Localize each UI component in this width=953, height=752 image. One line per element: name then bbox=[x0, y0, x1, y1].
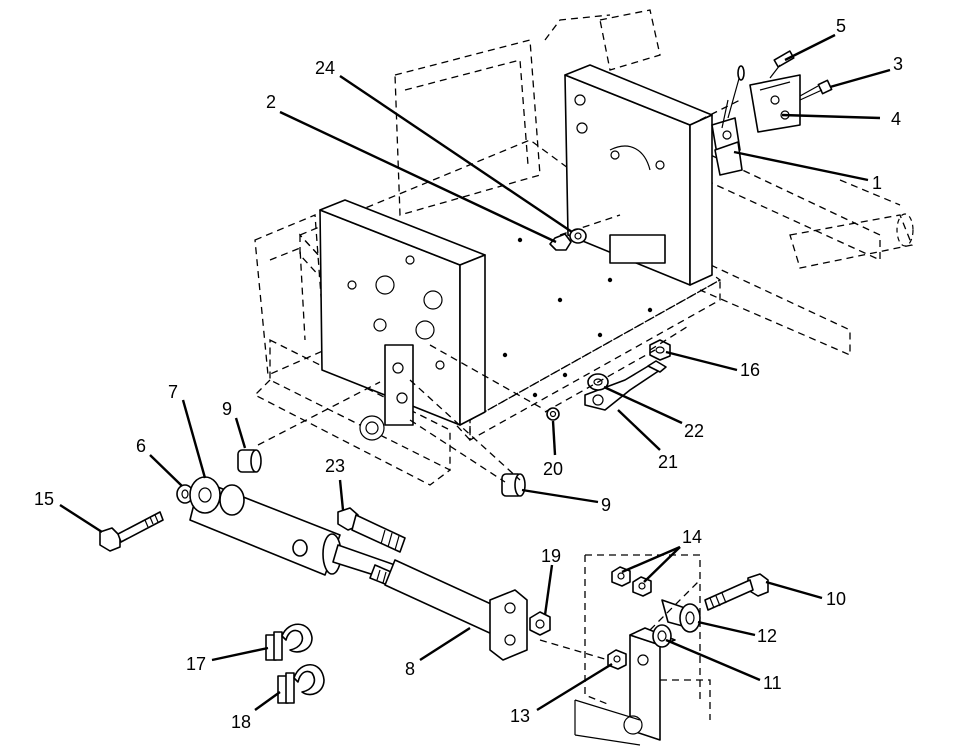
callout-23: 23 bbox=[325, 456, 345, 476]
callout-18: 18 bbox=[231, 712, 251, 732]
part-9-spacer-lower bbox=[501, 473, 526, 497]
callout-13: 13 bbox=[510, 706, 530, 726]
part-13-nut bbox=[607, 649, 627, 670]
part-1-control-valve bbox=[711, 65, 745, 176]
callout-7: 7 bbox=[168, 382, 178, 402]
part-9-spacer-upper bbox=[237, 449, 262, 473]
callout-21: 21 bbox=[658, 452, 678, 472]
callout-4: 4 bbox=[891, 109, 901, 129]
callout-3: 3 bbox=[893, 54, 903, 74]
callout-2: 2 bbox=[266, 92, 276, 112]
callout-22: 22 bbox=[684, 421, 704, 441]
part-18-clip bbox=[277, 663, 325, 704]
callout-6: 6 bbox=[136, 436, 146, 456]
part-4-bracket bbox=[749, 74, 801, 133]
part-12-rod-eye bbox=[661, 599, 701, 633]
mount-plate-lower bbox=[584, 554, 701, 706]
callout-14: 14 bbox=[682, 527, 702, 547]
valve-mount-bracket bbox=[564, 64, 713, 286]
part-20-washer bbox=[546, 407, 560, 421]
callout-9-upper: 9 bbox=[222, 399, 232, 419]
callout-20: 20 bbox=[543, 459, 563, 479]
callout-16: 16 bbox=[740, 360, 760, 380]
callout-5: 5 bbox=[836, 16, 846, 36]
callout-9-lower: 9 bbox=[601, 495, 611, 515]
callout-labels: 1 2 3 4 5 6 7 8 9 9 10 11 12 13 14 15 16… bbox=[34, 16, 903, 732]
part-17-clip bbox=[265, 623, 313, 661]
leader-lines bbox=[59, 33, 891, 712]
part-8-link bbox=[384, 559, 528, 661]
callout-11: 11 bbox=[763, 673, 782, 693]
callout-17: 17 bbox=[186, 654, 206, 674]
part-19-nut bbox=[529, 611, 551, 636]
part-6-washer bbox=[176, 484, 194, 504]
callout-10: 10 bbox=[826, 589, 846, 609]
part-10-bolt bbox=[704, 573, 769, 611]
callout-12: 12 bbox=[757, 626, 777, 646]
reservoir-box bbox=[319, 199, 486, 441]
assembly-centerlines bbox=[257, 99, 741, 661]
callout-8: 8 bbox=[405, 659, 415, 679]
part-16-nut bbox=[649, 339, 671, 361]
callout-1: 1 bbox=[872, 173, 882, 193]
pivot-bracket bbox=[574, 627, 711, 746]
part-7-cylinder bbox=[189, 476, 406, 591]
part-2-nut bbox=[549, 233, 572, 251]
callout-24: 24 bbox=[315, 58, 335, 78]
part-24-washer bbox=[569, 228, 587, 244]
part-15-bolt bbox=[99, 511, 164, 552]
part-11-washer bbox=[652, 624, 672, 648]
part-23-rod-end bbox=[337, 507, 406, 553]
callout-19: 19 bbox=[541, 546, 561, 566]
part-3-screw bbox=[799, 79, 833, 101]
part-5-screw bbox=[769, 50, 795, 79]
part-21-lever bbox=[584, 360, 667, 411]
part-14-nut-b bbox=[632, 576, 652, 597]
callout-15: 15 bbox=[34, 489, 54, 509]
